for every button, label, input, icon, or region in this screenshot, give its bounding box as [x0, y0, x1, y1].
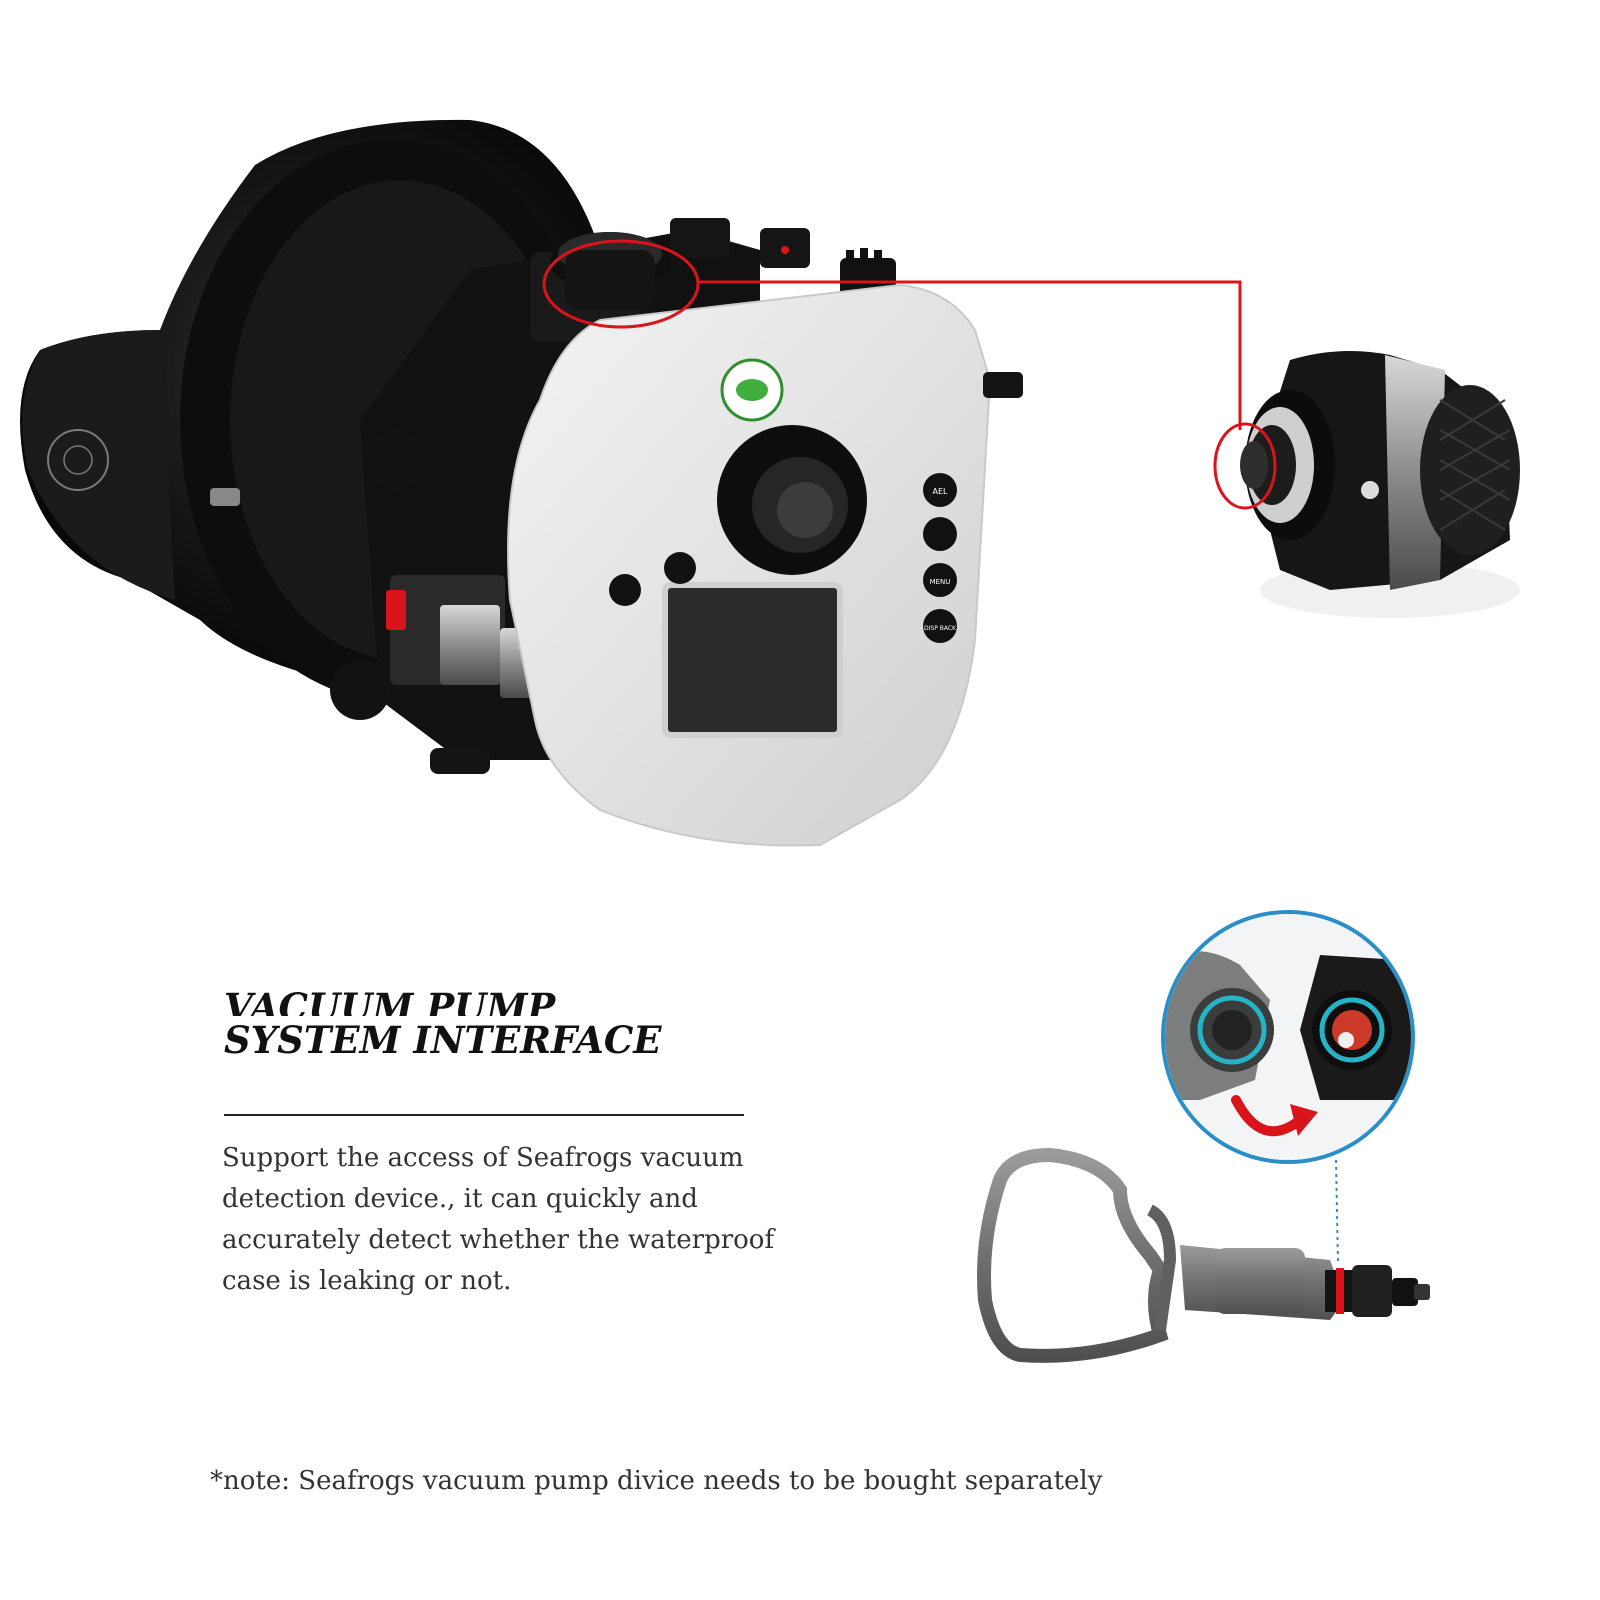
- camera-housing-image: [20, 119, 1023, 847]
- section-heading: VACUUM PUMP SYSTEM INTERFACE: [224, 990, 784, 1064]
- footnote-text: *note: Seafrogs vacuum pump divice needs…: [210, 1466, 1103, 1496]
- button-label-ael: AEL: [933, 487, 949, 496]
- heading-line-1: VACUUM PUMP: [224, 990, 556, 1016]
- callout-connector-line: [698, 280, 1242, 430]
- button-label-disp-back: DISP BACK: [924, 625, 957, 632]
- connector-highlight-circle: [1213, 422, 1277, 510]
- description-text: Support the access of Seafrogs vacuum de…: [222, 1143, 775, 1296]
- button-label-menu: MENU: [930, 578, 951, 586]
- connection-callout-circle: [1161, 910, 1415, 1164]
- callout-dotted-line: [1335, 1159, 1339, 1266]
- heading-line-2: SYSTEM INTERFACE: [224, 1018, 662, 1062]
- heading-divider: [224, 1114, 744, 1116]
- valve-connector-image: [1240, 351, 1520, 618]
- vacuum-pump-image: [977, 1147, 1430, 1363]
- valve-highlight-circle: [542, 239, 700, 329]
